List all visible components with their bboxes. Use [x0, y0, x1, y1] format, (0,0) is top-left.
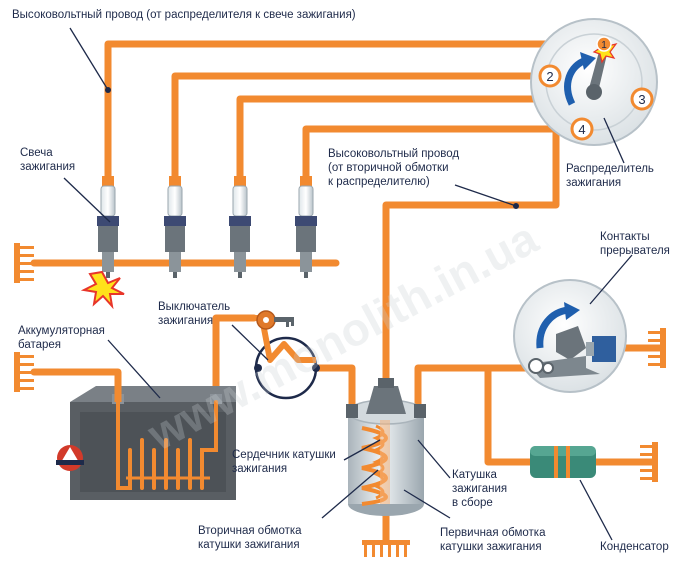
svg-text:4: 4 [578, 122, 585, 137]
switch-to-coil [312, 364, 356, 424]
spark-icon [80, 270, 125, 310]
wires [30, 40, 666, 544]
battery [70, 368, 236, 500]
distributor: 1 2 3 4 [530, 18, 658, 146]
distributor-terminal-2: 2 [538, 64, 562, 88]
coil-to-breaker [414, 364, 552, 424]
spark-plugs [97, 176, 317, 278]
label-hv-wire-top: Высоковольтный провод (от распределителя… [12, 9, 356, 21]
svg-text:1: 1 [601, 40, 607, 51]
svg-text:2: 2 [546, 69, 553, 84]
key-icon [256, 310, 294, 330]
pointer-lines [63, 27, 633, 541]
breaker-cam [556, 326, 586, 360]
breaker-to-capacitor [484, 364, 534, 466]
ground-icon [14, 243, 34, 283]
ground-icon [648, 328, 666, 368]
distributor-terminal-4: 4 [570, 117, 594, 141]
hv-wire-plug-2 [171, 72, 548, 184]
ground-icon [640, 442, 658, 482]
battery-to-switch [212, 314, 258, 406]
distributor-terminal-1: 1 [596, 36, 612, 52]
hv-wire-plug-3 [236, 95, 646, 184]
coil-terminal-left [346, 404, 358, 418]
rotation-arrow-icon [536, 306, 569, 349]
battery-terminal-positive [210, 394, 222, 404]
spark-plug-4 [295, 176, 317, 278]
logo-badge-icon [56, 445, 84, 471]
rotation-arrow-head [580, 52, 596, 70]
spark-plug-2 [164, 176, 186, 278]
ground-icon [14, 352, 34, 392]
svg-text:3: 3 [638, 92, 645, 107]
label-hv-wire-coil: Высоковольтный провод(от вторичной обмот… [328, 148, 460, 188]
coil-terminal-right [414, 404, 426, 418]
ground-icon [362, 540, 410, 557]
breaker-contacts [513, 279, 627, 393]
coil-tower [366, 386, 406, 414]
ignition-coil [346, 378, 426, 516]
hv-wire-plug-1 [104, 40, 608, 184]
capacitor [530, 446, 596, 478]
hv-wire-coil [382, 112, 560, 386]
spark-plug-3 [229, 176, 251, 278]
hv-wire-plug-4 [302, 125, 583, 184]
distributor-terminal-3: 3 [630, 87, 654, 111]
spark-plug-1 [97, 176, 119, 278]
breaker-fixed-contact [592, 336, 616, 362]
label-capacitor: Конденсатор [600, 541, 669, 553]
coil-core [380, 420, 390, 504]
